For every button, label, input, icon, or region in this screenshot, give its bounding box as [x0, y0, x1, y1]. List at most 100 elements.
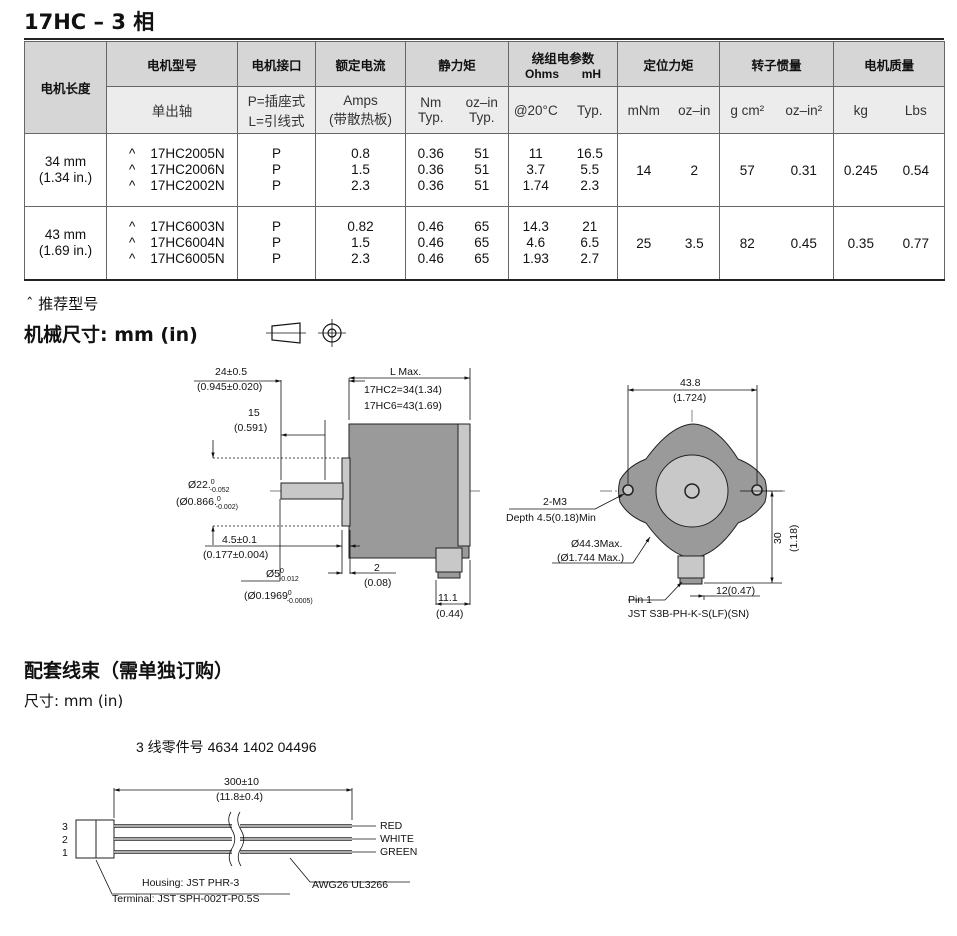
header-model: 电机型号	[106, 41, 238, 87]
mh: 16.5	[576, 146, 603, 161]
table-row-43mm: 43 mm(1.69 in.) ^ 17HC6003N^ 17HC6004N^ …	[24, 206, 946, 281]
model: ^ 17HC2005N	[129, 146, 225, 161]
harness-unit: 尺寸: mm (in)	[24, 692, 124, 710]
sub-detent-oz: oz–in	[669, 86, 721, 134]
pin-3: 3	[62, 821, 68, 833]
sub-mass-lbs: Lbs	[887, 86, 946, 134]
interface: P	[271, 146, 281, 161]
mass-lbs: 0.77	[887, 206, 946, 281]
dim-d5-text: Ø5	[266, 568, 280, 580]
motor-end-cap	[457, 423, 471, 547]
model: ^ 17HC6005N	[129, 251, 225, 266]
cell-models: ^ 17HC2005N^ 17HC2006N^ 17HC2002N	[106, 133, 238, 207]
torque-nm: 0.46	[417, 219, 444, 234]
model: ^ 17HC2006N	[129, 162, 225, 177]
current: 1.5	[351, 162, 370, 177]
header-current: 额定电流	[315, 41, 406, 87]
pin-2: 2	[62, 834, 68, 846]
sub-current-amps: Amps	[343, 92, 378, 108]
dim-12: 12(0.47)	[716, 585, 755, 597]
interface: P	[271, 178, 281, 193]
dim-15-in: (0.591)	[234, 422, 267, 434]
header-winding-ohms: Ohms	[525, 66, 560, 81]
current: 1.5	[351, 235, 370, 250]
connector-front-tip	[679, 577, 703, 585]
dim-d22-text: Ø22.	[188, 479, 211, 491]
model: ^ 17HC6004N	[129, 235, 225, 250]
header-winding-label: 绕组电参数	[531, 51, 595, 66]
torque-nm: 0.36	[417, 146, 444, 161]
interface: P	[271, 219, 281, 234]
torque-oz: 65	[474, 219, 490, 234]
sub-inertia-oz: oz–in²	[774, 86, 835, 134]
m3-depth: Depth 4.5(0.18)Min	[506, 512, 596, 524]
wire-red: RED	[380, 820, 403, 832]
table-row-34mm: 34 mm(1.34 in.) ^ 17HC2005N^ 17HC2006N^ …	[24, 133, 946, 207]
length-in: (1.69 in.)	[38, 243, 93, 258]
recommended-note: ˆ 推荐型号	[26, 295, 99, 313]
torque-oz: 51	[474, 146, 490, 161]
cell-length: 34 mm(1.34 in.)	[24, 133, 107, 207]
ohms: 1.74	[522, 178, 549, 193]
header-interface: 电机接口	[237, 41, 316, 87]
mass-lbs: 0.54	[887, 133, 946, 207]
mh: 2.7	[580, 251, 600, 266]
dim-24: 24±0.5	[215, 366, 247, 378]
ohms: 1.93	[522, 251, 549, 266]
dim-300: 300±10	[224, 776, 259, 788]
current: 0.8	[351, 146, 370, 161]
dim-L: L Max.	[390, 366, 421, 378]
wire-green: GREEN	[380, 846, 417, 858]
current: 2.3	[351, 251, 370, 266]
ohms: 14.3	[522, 219, 549, 234]
page-title: 17HC – 3 相	[24, 10, 155, 34]
dim-300-in: (11.8±0.4)	[216, 791, 263, 803]
pin1-label: Pin 1	[628, 594, 652, 606]
header-torque: 静力矩	[404, 41, 510, 87]
harness-title: 配套线束（需单独订购）	[24, 660, 234, 682]
sub-torque-nm-typ: Typ.	[417, 110, 444, 125]
dim-2: 2	[374, 562, 380, 574]
header-inertia: 转子惯量	[719, 41, 835, 87]
model: ^ 17HC6003N	[129, 219, 225, 234]
dim-d5-tol: 0	[280, 568, 284, 575]
model: ^ 17HC2002N	[129, 178, 225, 193]
interface: P	[271, 251, 281, 266]
harness-part-number: 3 线零件号 4634 1402 04496	[136, 739, 317, 755]
dim-30: 30	[772, 532, 784, 544]
torque-nm: 0.46	[417, 251, 444, 266]
mh: 6.5	[580, 235, 600, 250]
cell-models: ^ 17HC6003N^ 17HC6004N^ 17HC6005N	[106, 206, 238, 281]
inertia-g: 57	[719, 133, 775, 207]
projection-symbol-icon	[266, 319, 346, 347]
dim-24-in: (0.945±0.020)	[197, 381, 262, 393]
dim-d5-in-text: (Ø0.1969	[244, 590, 288, 602]
side-view-drawing: 24±0.5 (0.945±0.020) L Max. 17HC2=34(1.3…	[176, 366, 480, 620]
connector-tip	[437, 571, 461, 579]
header-mass: 电机质量	[833, 41, 946, 87]
wire-white: WHITE	[380, 833, 414, 845]
shaft-circle	[684, 483, 700, 499]
dim-L-hc6: 17HC6=43(1.69)	[364, 400, 442, 412]
connector-front	[677, 555, 705, 579]
dim-4-5: 4.5±0.1	[222, 534, 257, 546]
d44-3-in: (Ø1.744 Max.)	[557, 552, 624, 564]
sub-interface-p: P=插座式	[247, 94, 306, 109]
sub-mass-kg: kg	[833, 86, 888, 134]
inertia-g: 82	[719, 206, 775, 281]
dim-d22-in-tol2: -0.002)	[216, 504, 238, 511]
sub-mh: Typ.	[562, 86, 619, 134]
dim-d22-tol2: -0.052	[210, 487, 230, 494]
title-rule	[24, 38, 944, 40]
dim-d22-in: (Ø0.866.0-0.002)	[176, 496, 238, 511]
header-length: 电机长度	[24, 41, 107, 134]
dim-d5-in-tol: 0	[288, 590, 292, 597]
terminal-label: Terminal: JST SPH-002T-P0.5S	[112, 893, 259, 905]
